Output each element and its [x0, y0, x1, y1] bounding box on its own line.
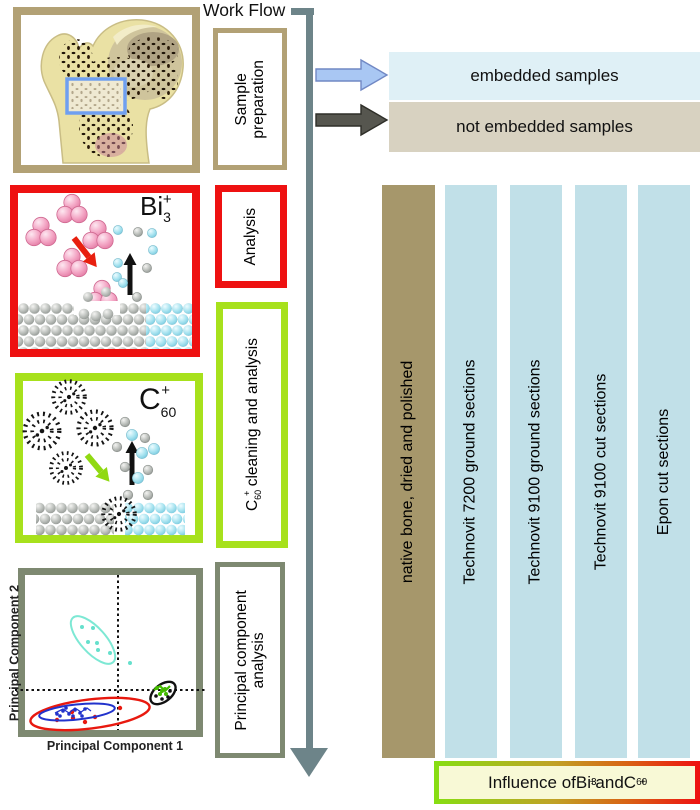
- svg-text:C60+: C60+: [139, 382, 176, 420]
- surface-lattice: [18, 287, 192, 349]
- step-label-line: Sample: [232, 72, 250, 126]
- column-label: Technovit 7200 ground sections: [462, 358, 480, 585]
- pca-plot-panel: [15, 568, 206, 737]
- workflow-arrowhead-icon: [290, 748, 328, 777]
- column-label: native bone, dried and polished: [399, 360, 417, 583]
- step-label: Analysis: [242, 207, 260, 266]
- step-c60-cleaning: C60+ cleaning and analysis: [216, 302, 288, 548]
- workflow-arrow-horizontal: [291, 8, 314, 15]
- step-analysis: Analysis: [215, 185, 287, 288]
- column-native-bone: native bone, dried and polished: [382, 185, 435, 758]
- step-sample-preparation: Sample preparation: [213, 28, 287, 170]
- pca-x-axis-label: Principal Component 1: [46, 739, 184, 753]
- workflow-arrow-line: [306, 8, 313, 749]
- not-embedded-samples-bar: not embedded samples: [389, 102, 700, 152]
- bi3-analysis-panel: Bi3+: [10, 185, 200, 357]
- column-label: Epon cut sections: [655, 408, 673, 535]
- step-pca: Principal component analysis: [215, 562, 285, 758]
- pca-scatter: [15, 575, 206, 732]
- column-technovit-7200-ground: Technovit 7200 ground sections: [445, 185, 497, 758]
- blue-cluster: [38, 702, 116, 722]
- bi3-illustration: Bi3+: [18, 191, 192, 349]
- step-label: C60+ cleaning and analysis: [241, 338, 263, 512]
- c60-cleaning-panel: C60+: [15, 373, 203, 543]
- sputter-up-arrow-icon: [123, 253, 137, 295]
- bone-image-panel: [13, 7, 200, 173]
- bone-illustration: [40, 19, 184, 164]
- embedded-samples-bar: embedded samples: [389, 52, 700, 100]
- column-technovit-9100-cut: Technovit 9100 cut sections: [575, 185, 627, 758]
- ejected-particles: [111, 416, 160, 501]
- c60-illustration: C60+: [23, 379, 185, 536]
- c60-impact-arrow-icon: [84, 453, 110, 482]
- black-green-cluster: [149, 680, 177, 706]
- column-technovit-9100-ground: Technovit 9100 ground sections: [510, 185, 562, 758]
- column-label: Technovit 9100 ground sections: [527, 358, 545, 585]
- step-label-line: preparation: [250, 59, 268, 139]
- ejected-particles: [112, 225, 158, 302]
- svg-text:Bi3+: Bi3+: [140, 191, 172, 225]
- surface-lattice: [36, 496, 185, 536]
- column-label: Technovit 9100 cut sections: [592, 373, 610, 570]
- not-embedded-samples-label: not embedded samples: [456, 117, 633, 136]
- pca-y-axis-label: Principal Component 2: [7, 584, 22, 722]
- not-embedded-arrow-icon: [315, 103, 389, 137]
- cyan-cluster: [69, 615, 132, 665]
- embedded-arrow-icon: [315, 58, 389, 92]
- step-label-line: analysis: [250, 632, 268, 689]
- embedded-samples-label: embedded samples: [470, 66, 619, 85]
- bi3-impact-arrow-icon: [71, 236, 97, 268]
- workflow-title: Work Flow: [203, 0, 286, 20]
- step-label-line: Principal component: [232, 589, 250, 731]
- red-cluster: [29, 696, 151, 732]
- column-epon-cut: Epon cut sections: [638, 185, 690, 758]
